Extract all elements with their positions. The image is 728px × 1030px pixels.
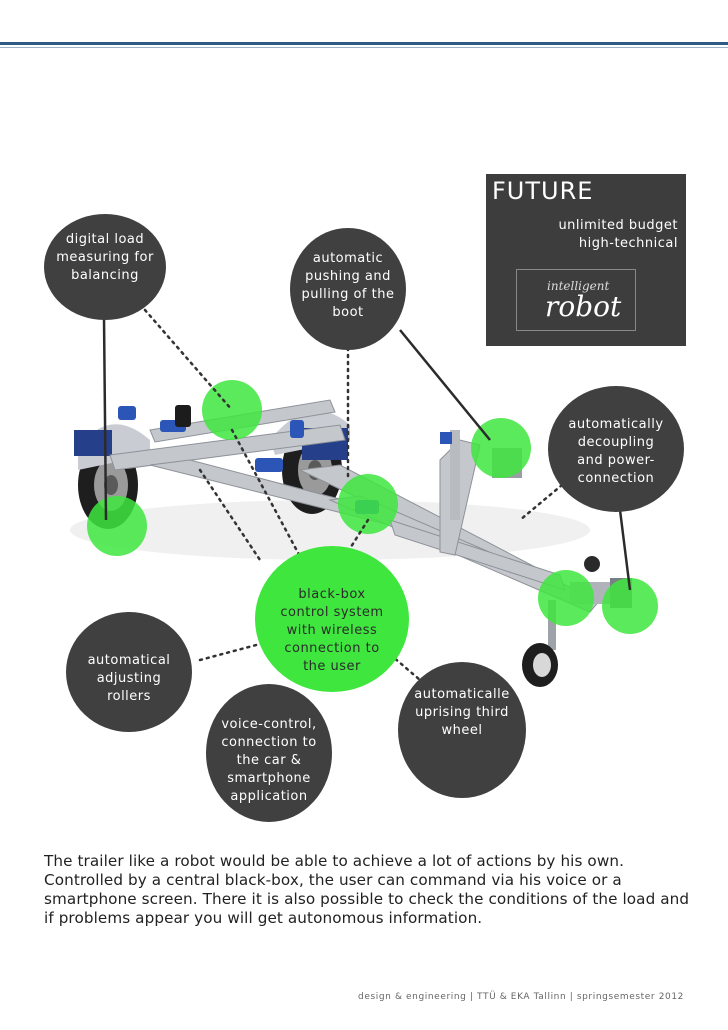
header-rule (0, 42, 728, 45)
bubble-rollers-text: automatical adjusting rollers (87, 653, 171, 704)
bubble-third-wheel-text: automaticalle uprising third wheel (414, 687, 510, 738)
logo-small-text: intelligent (547, 279, 610, 293)
description-paragraph: The trailer like a robot would be able t… (44, 852, 690, 927)
future-panel: FUTURE unlimited budget high-technical i… (486, 174, 686, 346)
bubble-voice: voice-control, connection to the car & s… (206, 684, 332, 822)
bubble-third-wheel: automaticalle uprising third wheel (398, 662, 526, 798)
callout-lines (102, 317, 632, 591)
header-rule-thin (0, 47, 728, 48)
bubble-blackbox-text: black-box control system with wireless c… (280, 587, 384, 674)
bubble-rollers: automatical adjusting rollers (66, 612, 192, 732)
jockey-wheel (522, 600, 558, 687)
sensor-highlights (87, 380, 658, 634)
future-title: FUTURE (492, 177, 594, 205)
bubble-decoupling-text: automatically decoupling and power-conne… (568, 417, 664, 486)
bubble-pushing-text: automatic pushing and pulling of the boo… (301, 251, 395, 320)
bubble-pushing: automatic pushing and pulling of the boo… (290, 228, 406, 350)
page-footer: design & engineering | TTÜ & EKA Tallinn… (358, 992, 684, 1002)
future-technical: high-technical (578, 236, 678, 251)
bubble-voice-text: voice-control, connection to the car & s… (221, 717, 317, 804)
intelligent-robot-logo: intelligent robot (516, 269, 636, 331)
future-budget: unlimited budget (558, 218, 678, 233)
bubble-digital-load-text: digital load measuring for balancing (56, 232, 154, 283)
bubble-decoupling: automatically decoupling and power-conne… (548, 386, 684, 512)
logo-big-text: robot (545, 290, 622, 323)
bubble-digital-load: digital load measuring for balancing (44, 214, 166, 320)
bubble-blackbox: black-box control system with wireless c… (255, 546, 409, 692)
